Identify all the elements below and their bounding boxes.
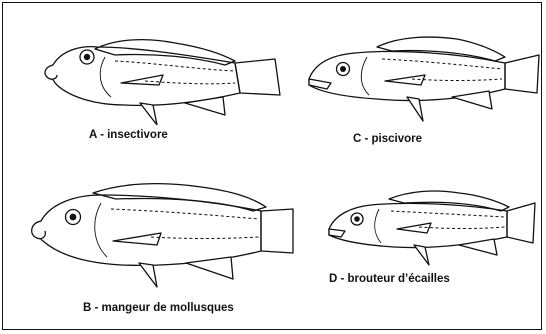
fish-d-drawing — [319, 187, 539, 267]
caption-d: D - brouteur d’écailles — [329, 273, 450, 285]
figure-frame: A - insectivore C - piscivore — [2, 2, 542, 330]
fish-b-drawing — [21, 181, 296, 291]
caption-c: C - piscivore — [353, 133, 422, 145]
caption-b: B - mangeur de mollusques — [83, 302, 234, 314]
fish-a-drawing — [35, 35, 285, 125]
fish-c-drawing — [297, 33, 542, 123]
caption-a: A - insectivore — [89, 129, 168, 141]
